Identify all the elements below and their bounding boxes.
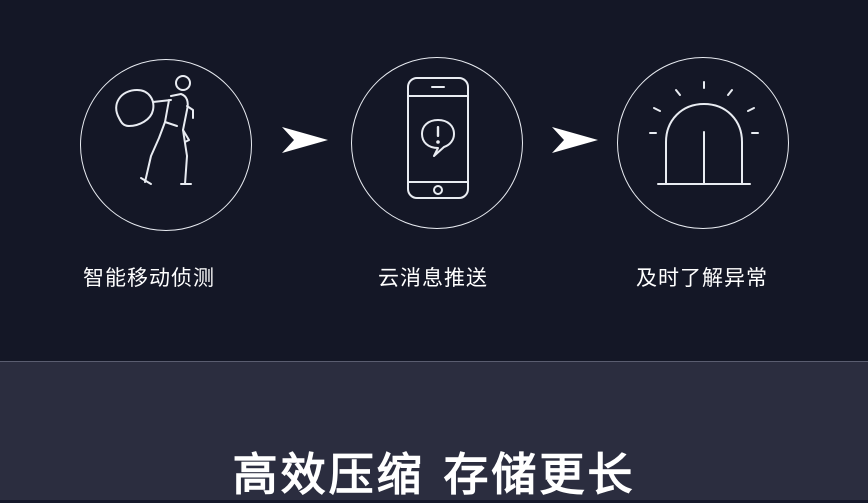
- alarm-light-icon: [649, 81, 759, 185]
- step-3-label: 及时了解异常: [636, 266, 768, 290]
- phone-alert-icon: [407, 77, 469, 199]
- step-1-label: 智能移动侦测: [83, 266, 215, 290]
- running-person-icon: [115, 75, 194, 185]
- step-1-circle: [80, 59, 252, 231]
- section-divider: [0, 361, 868, 362]
- step-3-circle: [617, 57, 789, 229]
- step-2-circle: [351, 57, 523, 229]
- arrow-right-icon: [282, 127, 328, 153]
- headline-panel: [0, 362, 868, 500]
- step-2-label: 云消息推送: [378, 266, 488, 290]
- feature-panel: 智能移动侦测 云消息推送: [80, 57, 789, 290]
- headline-title: 高效压缩 存储更长: [232, 448, 636, 501]
- arrow-right-icon: [552, 127, 598, 153]
